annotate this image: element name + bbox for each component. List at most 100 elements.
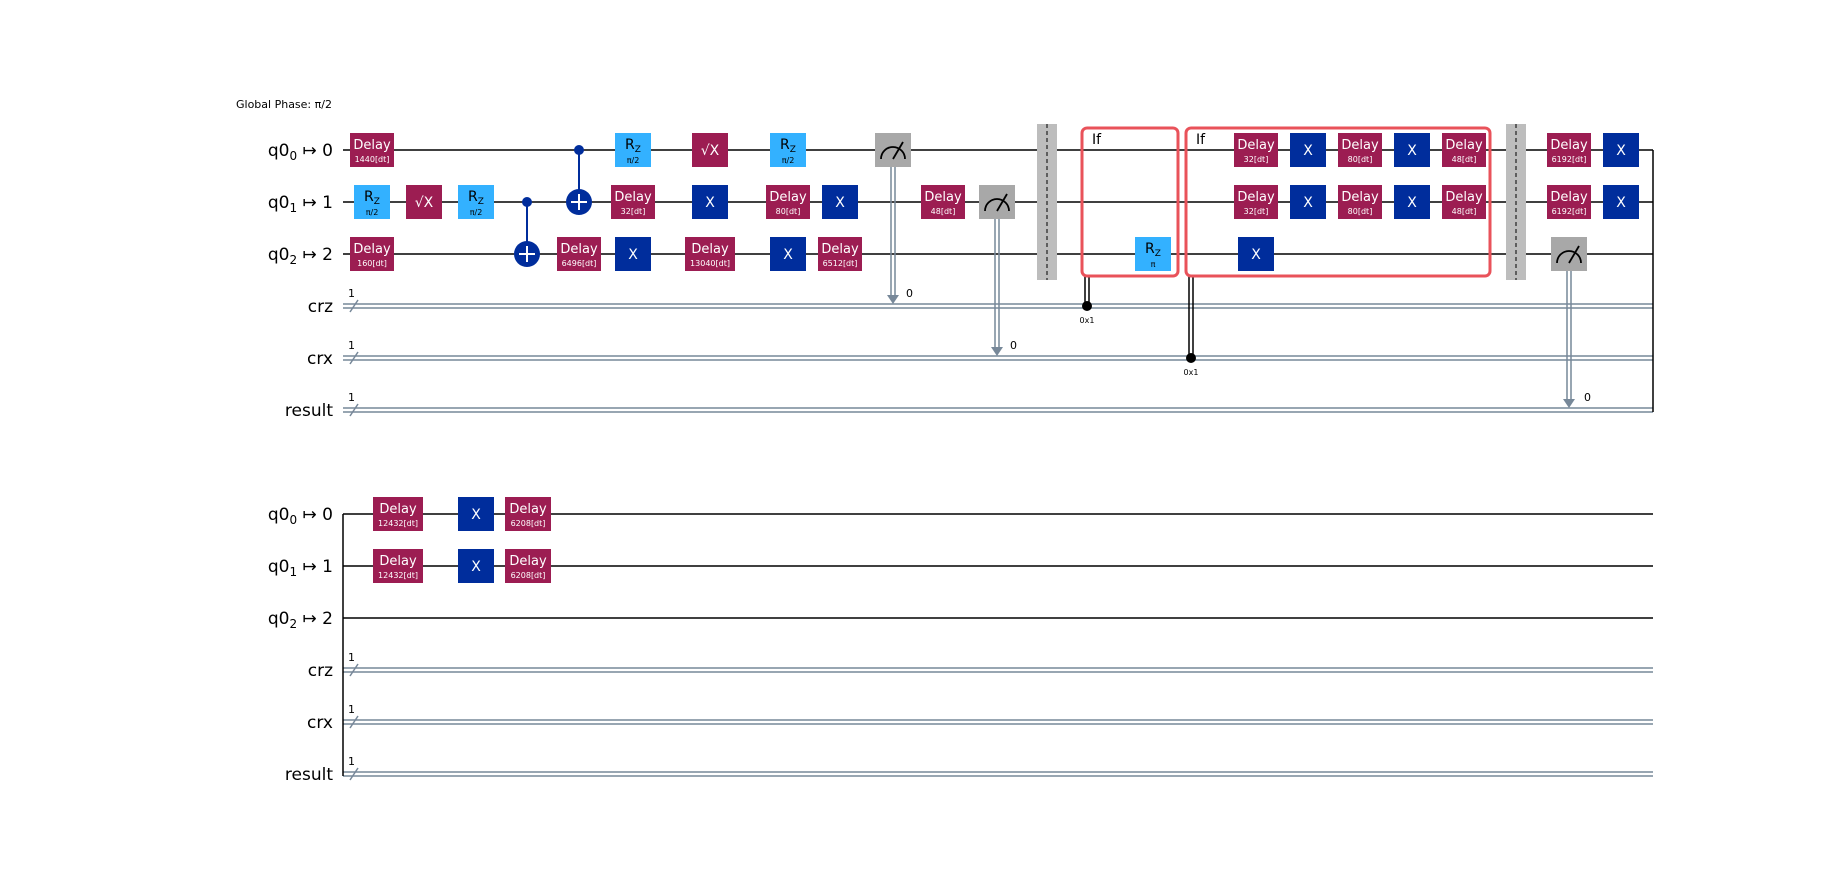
svg-text:X: X <box>783 247 793 263</box>
x-gate: X <box>770 237 806 271</box>
svg-text:Delay: Delay <box>379 554 417 569</box>
svg-text:Delay: Delay <box>379 502 417 517</box>
svg-text:Delay: Delay <box>1445 138 1483 153</box>
clbit-label-result: result <box>285 401 333 421</box>
qubit-label-1: q01 ↦ 1 <box>268 193 333 215</box>
cnot-gate-q1-q2 <box>514 197 540 267</box>
svg-text:32[dt]: 32[dt] <box>1244 207 1269 216</box>
measure-gate-q2 <box>1551 237 1587 408</box>
svg-text:X: X <box>1616 195 1626 211</box>
svg-text:X: X <box>1407 195 1417 211</box>
x-gate: X <box>1394 185 1430 219</box>
clbit-label-result: result <box>285 765 333 785</box>
sx-gate: √X <box>406 185 442 219</box>
svg-text:6192[dt]: 6192[dt] <box>1552 207 1587 216</box>
svg-text:RZ: RZ <box>625 137 641 155</box>
circuit-section-1: q00 ↦ 0 q01 ↦ 1 q02 ↦ 2 crz crx result 1… <box>268 124 1654 421</box>
clbit-label-crz: crz <box>308 297 333 317</box>
classical-wire-result <box>343 767 1653 781</box>
svg-text:Delay: Delay <box>1237 138 1275 153</box>
svg-text:48[dt]: 48[dt] <box>1452 207 1477 216</box>
svg-text:π/2: π/2 <box>366 208 379 217</box>
svg-text:π/2: π/2 <box>627 156 640 165</box>
svg-text:Delay: Delay <box>509 554 547 569</box>
svg-text:Delay: Delay <box>821 242 859 257</box>
delay-gate: Delay 12432[dt] <box>373 497 423 531</box>
cnot-gate-q0-q1 <box>566 145 592 215</box>
classical-wire-crz <box>343 663 1653 677</box>
measure-bit-label: 0 <box>1584 391 1591 404</box>
x-gate: X <box>615 237 651 271</box>
measure-bit-label: 0 <box>906 287 913 300</box>
classical-wire-crz <box>343 299 1653 313</box>
delay-gate: Delay 6208[dt] <box>505 549 551 583</box>
clbit-size-result: 1 <box>348 755 355 768</box>
delay-gate: Delay 6208[dt] <box>505 497 551 531</box>
svg-text:X: X <box>1303 195 1313 211</box>
svg-text:RZ: RZ <box>468 189 484 207</box>
svg-text:X: X <box>1407 143 1417 159</box>
svg-text:If: If <box>1196 132 1206 148</box>
clbit-size-crz: 1 <box>348 651 355 664</box>
svg-text:RZ: RZ <box>1145 241 1161 259</box>
svg-text:32[dt]: 32[dt] <box>1244 155 1269 164</box>
delay-gate: Delay 6192[dt] <box>1547 185 1591 219</box>
measure-gate-q0 <box>875 133 911 304</box>
x-gate: X <box>1394 133 1430 167</box>
rz-gate: RZ π/2 <box>354 185 390 219</box>
global-phase-label: Global Phase: π/2 <box>236 98 332 111</box>
delay-gate: Delay 48[dt] <box>1442 185 1486 219</box>
svg-text:√X: √X <box>415 195 434 211</box>
delay-gate: Delay 6512[dt] <box>818 237 862 271</box>
svg-text:Delay: Delay <box>614 190 652 205</box>
rz-gate: RZ π/2 <box>770 133 806 167</box>
svg-text:6208[dt]: 6208[dt] <box>511 571 546 580</box>
svg-text:Delay: Delay <box>1237 190 1275 205</box>
svg-text:80[dt]: 80[dt] <box>1348 155 1373 164</box>
measure-bit-label: 0 <box>1010 339 1017 352</box>
delay-gate: Delay 80[dt] <box>1338 133 1382 167</box>
x-gate: X <box>458 549 494 583</box>
svg-text:80[dt]: 80[dt] <box>776 207 801 216</box>
clbit-size-crz: 1 <box>348 287 355 300</box>
delay-gate: Delay 80[dt] <box>1338 185 1382 219</box>
svg-text:√X: √X <box>701 143 720 159</box>
svg-text:Delay: Delay <box>769 190 807 205</box>
delay-gate: Delay 1440[dt] <box>350 133 394 167</box>
delay-gate: Delay 6496[dt] <box>557 237 601 271</box>
clbit-size-crx: 1 <box>348 339 355 352</box>
svg-text:π/2: π/2 <box>470 208 483 217</box>
svg-text:Delay: Delay <box>509 502 547 517</box>
svg-text:RZ: RZ <box>780 137 796 155</box>
x-gate: X <box>692 185 728 219</box>
svg-text:X: X <box>1616 143 1626 159</box>
delay-gate: Delay 13040[dt] <box>685 237 735 271</box>
classical-wire-crx <box>343 351 1653 365</box>
svg-text:Delay: Delay <box>691 242 729 257</box>
if-condition-value: 0x1 <box>1080 316 1095 325</box>
svg-text:Delay: Delay <box>1341 190 1379 205</box>
barrier <box>1506 124 1526 280</box>
clbit-size-crx: 1 <box>348 703 355 716</box>
delay-gate: Delay 48[dt] <box>921 185 965 219</box>
svg-text:12432[dt]: 12432[dt] <box>378 519 418 528</box>
circuit-section-2: q00 ↦ 0 q01 ↦ 1 q02 ↦ 2 crz crx result 1… <box>268 497 1653 785</box>
x-gate: X <box>822 185 858 219</box>
qubit-label-0: q00 ↦ 0 <box>268 141 333 163</box>
svg-text:80[dt]: 80[dt] <box>1348 207 1373 216</box>
svg-text:RZ: RZ <box>364 189 380 207</box>
qubit-label-2: q02 ↦ 2 <box>268 245 333 267</box>
delay-gate: Delay 12432[dt] <box>373 549 423 583</box>
svg-text:X: X <box>628 247 638 263</box>
svg-text:32[dt]: 32[dt] <box>621 207 646 216</box>
if-block-1: If RZ π <box>1080 126 1180 311</box>
svg-text:1440[dt]: 1440[dt] <box>355 155 390 164</box>
rz-gate: RZ π/2 <box>615 133 651 167</box>
svg-text:Delay: Delay <box>1341 138 1379 153</box>
svg-text:48[dt]: 48[dt] <box>1452 155 1477 164</box>
svg-text:6496[dt]: 6496[dt] <box>562 259 597 268</box>
if-block-2: If Delay 32[dt] Delay 32[dt] X X X <box>1184 126 1492 363</box>
svg-text:π/2: π/2 <box>782 156 795 165</box>
svg-text:6512[dt]: 6512[dt] <box>823 259 858 268</box>
